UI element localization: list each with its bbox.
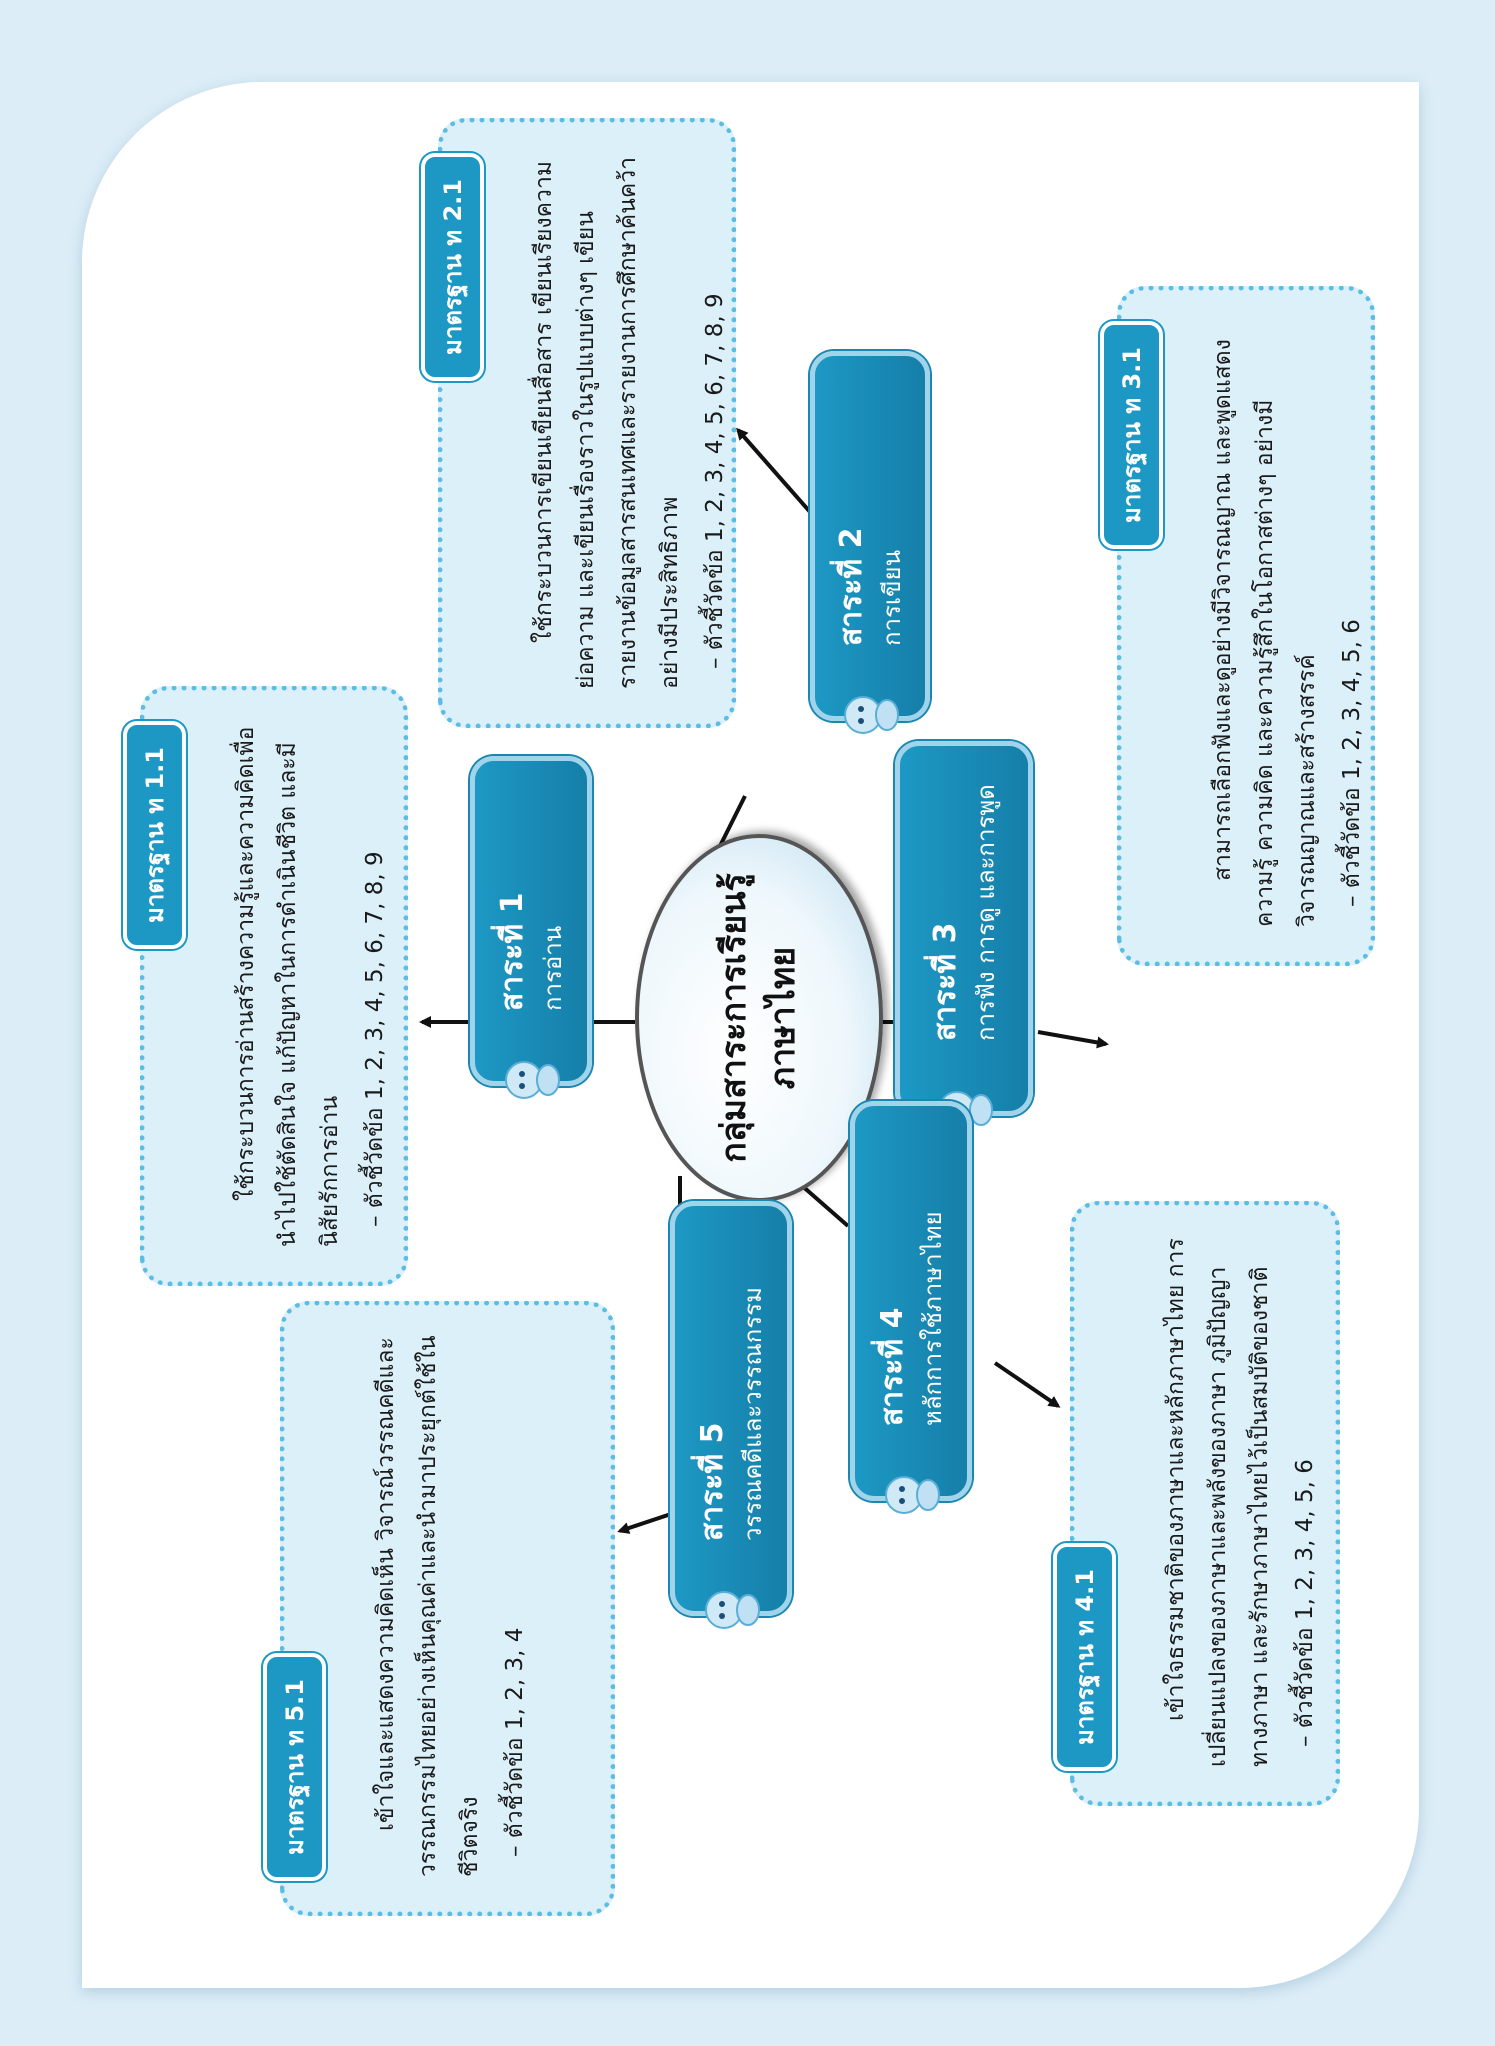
strand-1-title: สาระที่ 1 (494, 892, 530, 1011)
standard-2-1-badge: มาตรฐาน ท 2.1 (421, 153, 484, 381)
mascot-icon (705, 1591, 760, 1629)
standard-5-1-indicators: – ตัวชี้วัดข้อ 1, 2, 3, 4 (502, 1627, 528, 1857)
standard-2-1-indicators: – ตัวชี้วัดข้อ 1, 2, 3, 4, 5, 6, 7, 8, 9 (702, 293, 728, 669)
standard-5-1-description: เข้าใจและแสดงความคิดเห็น วิจารณ์วรรณคดีแ… (373, 1335, 483, 1877)
strand-4-box: สาระที่ 4 หลักการใช้ภาษาไทย (850, 1101, 972, 1514)
standard-3-1-indicators: – ตัวชี้วัดข้อ 1, 2, 3, 4, 5, 6 (1339, 619, 1365, 907)
standard-1-1-card: มาตรฐาน ท 1.1 ใช้กระบวนการอ่านสร้างความร… (123, 686, 408, 1286)
strand-3-title: สาระที่ 3 (927, 922, 963, 1041)
mascot-icon (885, 1476, 940, 1514)
mascot-icon (505, 1061, 560, 1099)
strand-5-subtitle: วรรณคดีและวรรณกรรม (739, 1287, 768, 1541)
standard-3-1-badge: มาตรฐาน ท 3.1 (1100, 321, 1163, 549)
strand-2-subtitle: การเขียน (878, 550, 907, 646)
strand-5-box: สาระที่ 5 วรรณคดีและวรรณกรรม (670, 1201, 792, 1629)
center-title-line-2: ภาษาไทย (763, 946, 803, 1090)
standard-2-1-description: ใช้กระบวนการเขียนเขียนสื่อสาร เขียนเรียง… (531, 156, 683, 689)
standard-2-1-card: มาตรฐาน ท 2.1 ใช้กระบวนการเขียนเขียนสื่อ… (421, 118, 736, 728)
strand-3-subtitle: การฟัง การดู และการพูด (972, 784, 1001, 1041)
strand-4-title: สาระที่ 4 (874, 1307, 910, 1426)
standard-1-1-badge: มาตรฐาน ท 1.1 (123, 721, 186, 949)
standard-4-1-indicators: – ตัวชี้วัดข้อ 1, 2, 3, 4, 5, 6 (1292, 1459, 1318, 1747)
strand-3-box: สาระที่ 3 การฟัง การดู และการพูด (895, 741, 1033, 1129)
strand-2-title: สาระที่ 2 (833, 527, 869, 646)
standard-1-1-description: ใช้กระบวนการอ่านสร้างความรู้และความคิดเพ… (233, 726, 343, 1247)
standard-5-1-card: มาตรฐาน ท 5.1 เข้าใจและแสดงความคิดเห็น ว… (263, 1301, 615, 1916)
strand-2-box: สาระที่ 2 การเขียน (810, 351, 930, 734)
strand-4-subtitle: หลักการใช้ภาษาไทย (919, 1211, 948, 1426)
standard-4-1-description: เข้าใจธรรมชาติของภาษาและหลักภาษาไทย การเ… (1163, 1238, 1273, 1767)
strand-5-title: สาระที่ 5 (694, 1422, 730, 1541)
center-title-line-1: กลุ่มสาระการเรียนรู้ (713, 873, 754, 1163)
standard-4-1-badge: มาตรฐาน ท 4.1 (1053, 1543, 1116, 1771)
standard-5-1-badge: มาตรฐาน ท 5.1 (263, 1653, 326, 1881)
arrow-to-standard-2 (736, 427, 820, 523)
arrow-to-standard-4 (993, 1361, 1061, 1408)
standard-3-1-description: สามารถเลือกฟังและดูอย่างมีวิจารณญาณ และพ… (1210, 339, 1320, 927)
standard-3-1-card: มาตรฐาน ท 3.1 สามารถเลือกฟังและดูอย่างมี… (1100, 286, 1375, 966)
standard-4-1-card: มาตรฐาน ท 4.1 เข้าใจธรรมชาติของภาษาและหล… (1053, 1201, 1340, 1806)
arrow-to-standard-3 (1037, 1030, 1109, 1049)
mascot-icon (844, 696, 899, 734)
standard-1-1-indicators: – ตัวชี้วัดข้อ 1, 2, 3, 4, 5, 6, 7, 8, 9 (362, 851, 388, 1227)
strand-1-subtitle: การอ่าน (539, 925, 568, 1011)
strand-1-box: สาระที่ 1 การอ่าน (470, 756, 592, 1099)
center-topic: กลุ่มสาระการเรียนรู้ ภาษาไทย (635, 834, 883, 1202)
connector-strand-4 (798, 1182, 850, 1228)
